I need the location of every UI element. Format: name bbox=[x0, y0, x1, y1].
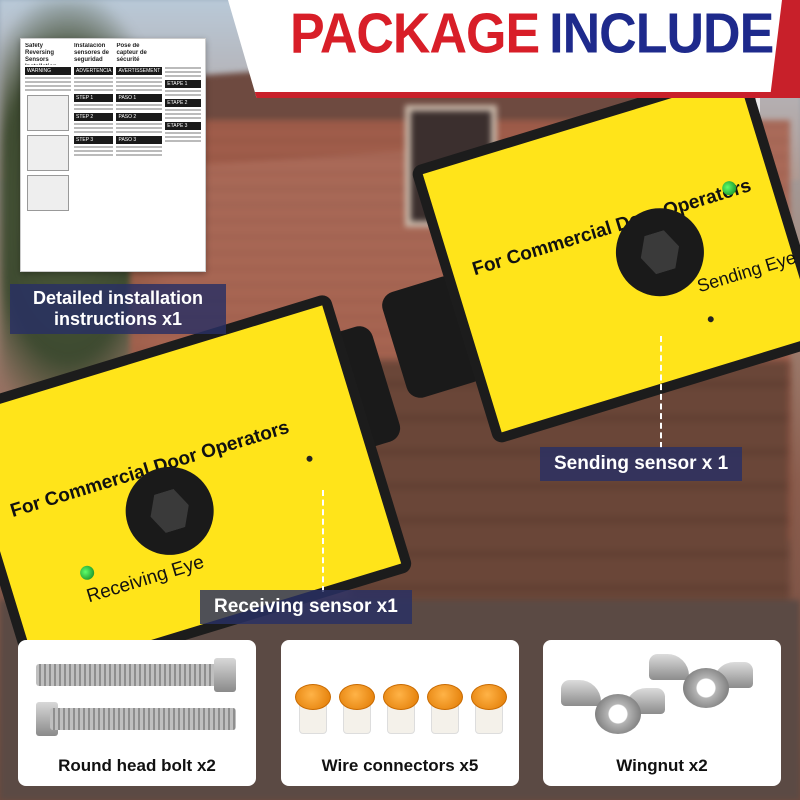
wire-connector-icon bbox=[383, 684, 419, 734]
manual-warning-en: WARNING bbox=[25, 67, 71, 75]
title-word-package: PACKAGE bbox=[290, 2, 540, 66]
receiving-led-icon bbox=[78, 564, 96, 582]
manual-warning-fr: AVERTISSEMENT bbox=[116, 67, 163, 75]
wire-connector-icon bbox=[339, 684, 375, 734]
manual-step: ETAPE 2 bbox=[165, 99, 201, 107]
item-card-bolts: Round head bolt x2 bbox=[18, 640, 256, 786]
sending-pointer-line bbox=[660, 336, 662, 448]
receiving-pointer-line bbox=[322, 490, 324, 592]
manual-step: STEP 3 bbox=[74, 136, 114, 144]
sending-sensor-label: Sending sensor x 1 bbox=[540, 447, 743, 481]
wire-connector-icon bbox=[295, 684, 331, 734]
item-card-wingnuts: Wingnut x2 bbox=[543, 640, 781, 786]
manual-step: ETAPE 3 bbox=[165, 122, 201, 130]
item-caption: Wingnut x2 bbox=[616, 756, 708, 775]
item-caption: Round head bolt x2 bbox=[58, 756, 216, 775]
manual-title-fr: Pose de capteur de sécurité bbox=[116, 43, 147, 63]
manual-figure bbox=[27, 95, 69, 131]
instructions-label: Detailed installation instructions x1 bbox=[10, 284, 226, 334]
manual-step: PASO 1 bbox=[116, 94, 163, 102]
manual-title-es: Instalación sensores de seguridad bbox=[74, 43, 110, 63]
wire-connector-icon bbox=[427, 684, 463, 734]
manual-warning-es: ADVERTENCIA bbox=[74, 67, 114, 75]
manual-step: STEP 1 bbox=[74, 94, 114, 102]
sending-sensor-title: For Commercial Door Operators bbox=[469, 175, 754, 281]
manual-figure bbox=[27, 135, 69, 171]
manual-step: PASO 3 bbox=[116, 136, 163, 144]
manual-step: STEP 2 bbox=[74, 113, 114, 121]
wire-connector-icon bbox=[471, 684, 507, 734]
receiving-sensor-label: Receiving sensor x1 bbox=[200, 590, 412, 624]
item-caption: Wire connectors x5 bbox=[321, 756, 479, 775]
bolt-icon bbox=[36, 658, 236, 692]
receiving-eye-label: Receiving Eye bbox=[84, 551, 207, 608]
manual-step: ETAPE 1 bbox=[165, 80, 201, 88]
manual-step: PASO 2 bbox=[116, 113, 163, 121]
manual-figure bbox=[27, 175, 69, 211]
bolt-icon bbox=[36, 702, 236, 736]
sending-eye-label: Sending Eye bbox=[694, 247, 799, 297]
pointer-dot bbox=[305, 455, 314, 463]
manual-title-en: Safety Reversing Sensors Installation bbox=[25, 43, 57, 65]
pointer-dot bbox=[707, 315, 715, 324]
title-word-include: INCLUDE bbox=[549, 2, 774, 66]
item-card-connectors: Wire connectors x5 bbox=[281, 640, 519, 786]
instruction-manual: Safety Reversing Sensors Installation WA… bbox=[20, 38, 206, 272]
